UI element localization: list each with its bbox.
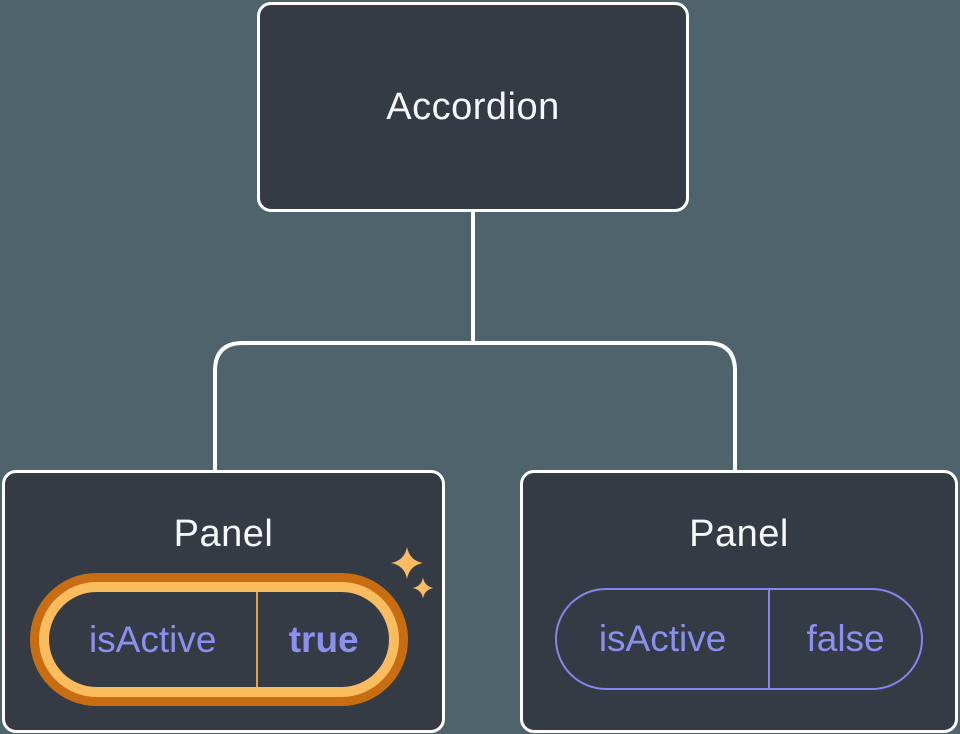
sparkle-small-icon — [412, 577, 434, 599]
panel-node-label: Panel — [689, 513, 789, 555]
state-pill-plain: isActive false — [555, 588, 923, 690]
tree-node-panel-active: Panel isActive true — [2, 470, 445, 733]
state-key: isActive — [88, 618, 217, 660]
state-pill-divider — [256, 592, 259, 687]
accordion-node-label: Accordion — [386, 85, 560, 128]
state-pill-body: isActive true — [49, 592, 389, 687]
connector-branches — [213, 341, 737, 472]
sparkle-large-icon — [391, 547, 423, 579]
sparkles-icon — [391, 547, 434, 599]
tree-node-accordion: Accordion — [257, 2, 689, 212]
tree-node-panel-inactive: Panel isActive false — [520, 470, 958, 733]
state-value: true — [288, 618, 359, 660]
state-value: false — [806, 618, 885, 659]
panel-node-label: Panel — [173, 513, 274, 555]
state-pill-glow-ring: isActive true — [39, 582, 399, 697]
state-pill-highlighted: isActive true — [30, 573, 408, 706]
state-key: isActive — [598, 618, 727, 659]
state-pill-divider — [768, 590, 771, 688]
